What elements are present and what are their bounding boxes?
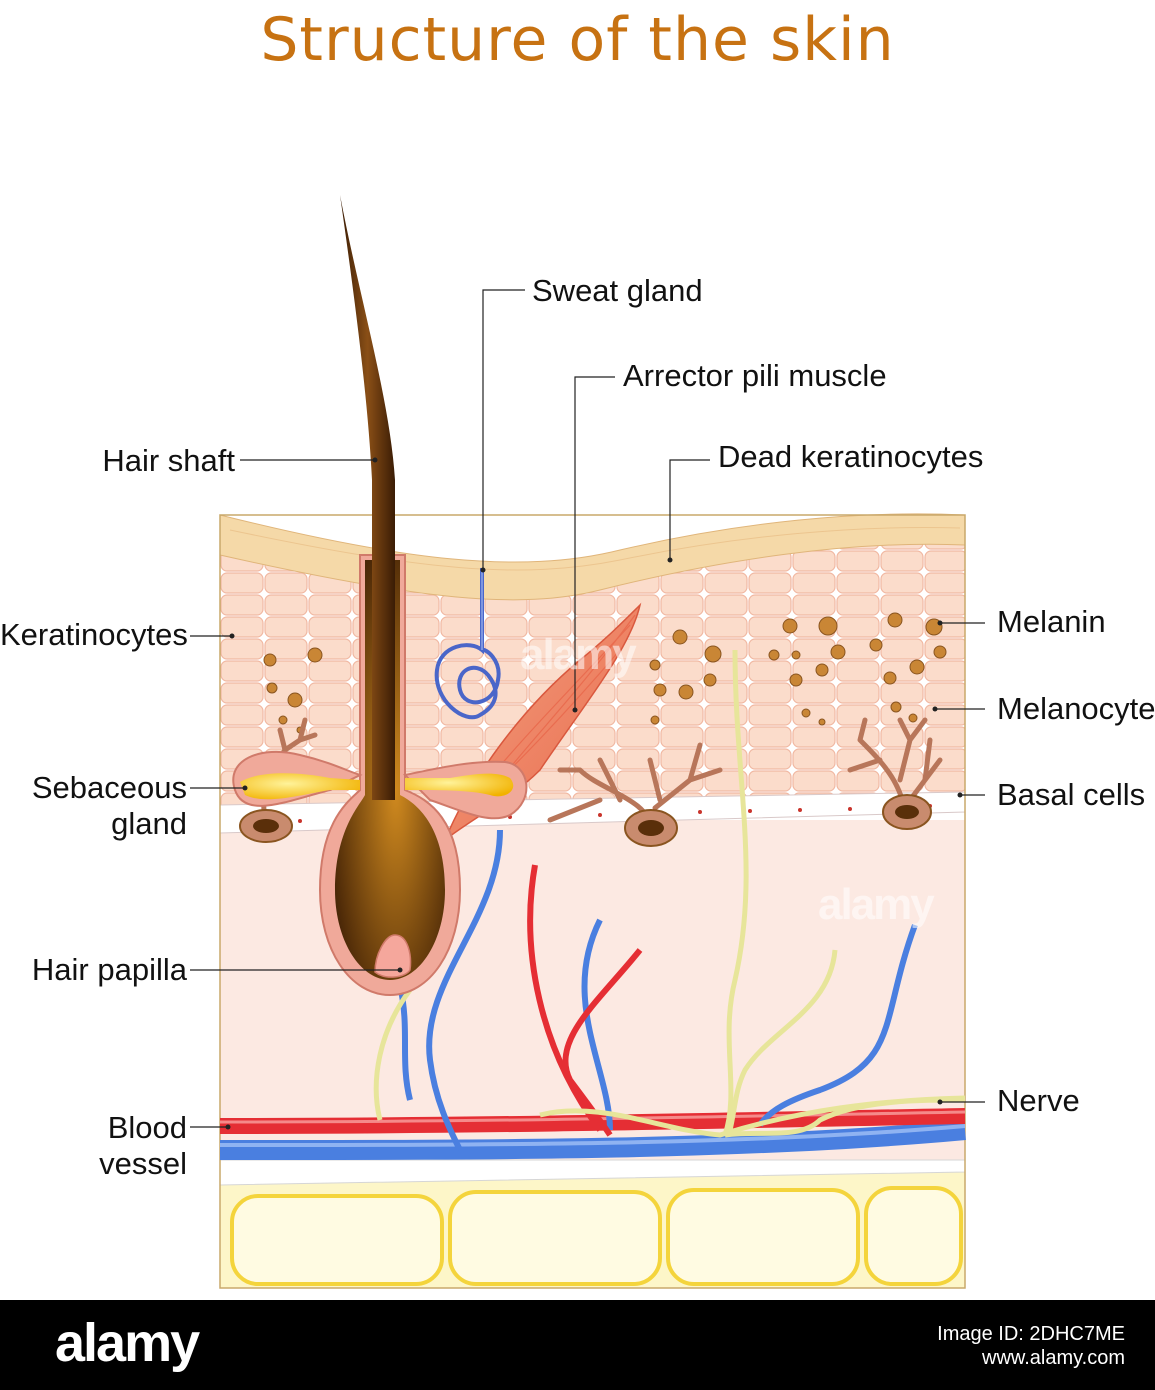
image-id-block: Image ID: 2DHC7ME www.alamy.com — [937, 1322, 1125, 1370]
nerves — [373, 649, 966, 1138]
label-sebaceous-gland-line2: gland — [111, 806, 187, 841]
label-blood-vessel-line2: vessel — [99, 1146, 187, 1181]
stock-footer-bar: alamy Image ID: 2DHC7ME www.alamy.com — [0, 1300, 1155, 1390]
hair-shaft — [340, 195, 395, 800]
image-id: Image ID: 2DHC7ME — [937, 1323, 1125, 1345]
label-keratinocytes: Keratinocytes — [0, 617, 188, 652]
label-dead-keratinocytes: Dead keratinocytes — [718, 439, 984, 474]
site-url: www.alamy.com — [982, 1347, 1125, 1369]
leader-dots — [225, 457, 963, 1130]
leader-lines — [190, 289, 985, 1128]
artery-vessel — [219, 1108, 966, 1134]
vein-vessel — [219, 1120, 966, 1160]
label-sebaceous-gland-line1: Sebaceous — [31, 770, 187, 805]
label-blood-vessel-line1: Blood — [107, 1110, 187, 1145]
watermark-right: alamy — [818, 880, 935, 929]
melanin-granules — [263, 612, 947, 734]
label-arrector-pili-muscle: Arrector pili muscle — [623, 358, 887, 393]
label-melanocyte: Melanocyte — [997, 691, 1155, 726]
brand-logo: alamy — [55, 1313, 200, 1373]
label-hair-shaft: Hair shaft — [102, 443, 235, 478]
diagram-title: Structure of the skin — [260, 5, 895, 75]
skin-border — [219, 514, 966, 1289]
hair-papilla — [374, 934, 412, 978]
label-basal-cells: Basal cells — [997, 777, 1146, 812]
label-sweat-gland: Sweat gland — [532, 273, 703, 308]
blood-vessels — [219, 829, 966, 1160]
label-hair-papilla: Hair papilla — [31, 952, 187, 987]
watermark-center: alamy — [520, 630, 637, 679]
hypodermis-layer — [219, 1159, 966, 1288]
sweat-gland — [434, 568, 501, 720]
melanocyte-cells — [239, 794, 932, 847]
skin-cross-section — [190, 195, 985, 1289]
label-melanin: Melanin — [997, 604, 1106, 639]
label-nerve: Nerve — [997, 1083, 1080, 1118]
